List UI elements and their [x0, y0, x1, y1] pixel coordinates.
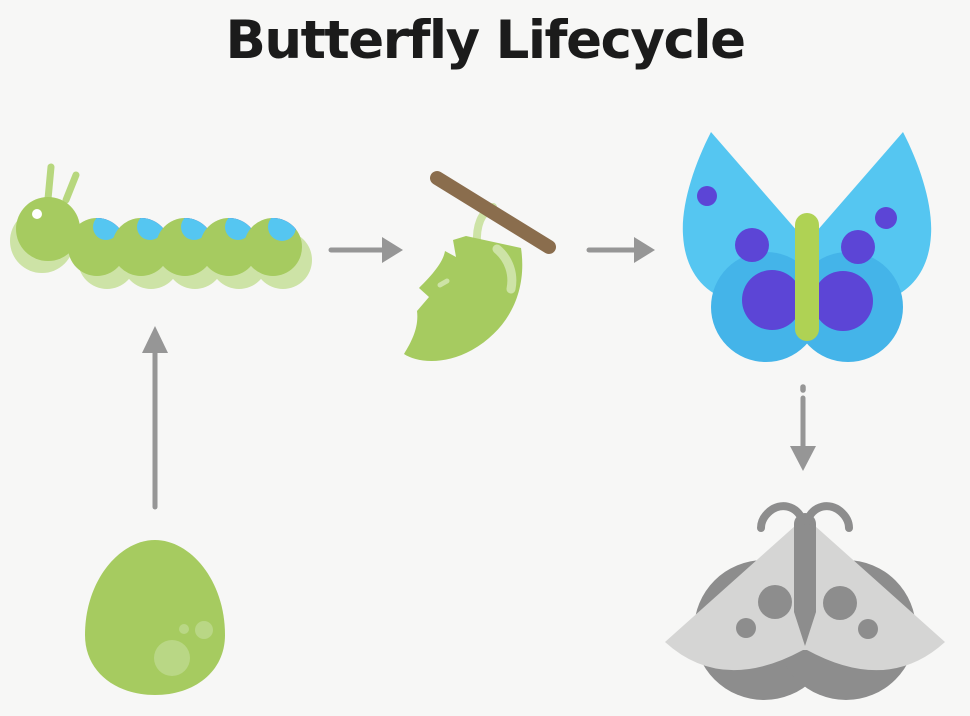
wing-spot-small-right [875, 207, 897, 229]
arrow-head [634, 237, 655, 263]
caterpillar-eye [32, 209, 42, 219]
caterpillar-icon [10, 163, 312, 289]
butterfly-body [795, 213, 819, 341]
segment-spot [268, 218, 296, 241]
egg-highlight-small [179, 624, 189, 634]
chrysalis-highlight-dash [437, 278, 450, 288]
moth-icon [665, 502, 945, 700]
caterpillar-antenna-left [44, 163, 55, 203]
arrow-up-icon [142, 326, 168, 510]
wing-spot-medium-left [735, 228, 769, 262]
branch-stick [430, 171, 556, 254]
egg-shell [85, 540, 225, 695]
wing-spot-small-left [697, 186, 717, 206]
wing-spot-medium-right [841, 230, 875, 264]
egg-highlight-medium [195, 621, 213, 639]
caterpillar-head [16, 197, 80, 261]
caterpillar-segment [156, 218, 214, 276]
caterpillar-antenna-right [62, 171, 80, 204]
moth-antenna-left [757, 502, 807, 532]
moth-spot-small-left [736, 618, 756, 638]
caterpillar-segment [244, 218, 302, 276]
arrow-right-icon [586, 237, 655, 263]
egg-icon [85, 540, 225, 695]
arrow-head [142, 326, 168, 353]
chrysalis-icon [404, 171, 556, 361]
moth-spot-small-right [858, 619, 878, 639]
caterpillar-segment [112, 218, 170, 276]
chrysalis-pod [404, 236, 523, 361]
wing-spot-large-left [742, 270, 802, 330]
arrow-head [382, 237, 403, 263]
chrysalis-highlight [492, 244, 517, 294]
moth-spot-medium-left [758, 585, 792, 619]
arrow-down-icon [790, 384, 816, 471]
egg-highlight-large [154, 640, 190, 676]
moth-body [794, 513, 816, 646]
butterfly-icon [682, 132, 932, 362]
moth-antenna-right [803, 502, 853, 532]
wing-spot-large-right [813, 271, 873, 331]
arrow-head [790, 446, 816, 471]
arrow-right-icon [328, 237, 403, 263]
page-title: Butterfly Lifecycle [225, 10, 746, 71]
moth-spot-medium-right [823, 586, 857, 620]
